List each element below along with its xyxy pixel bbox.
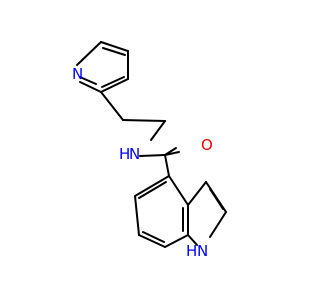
bond	[168, 175, 189, 206]
bond	[100, 91, 124, 121]
bond	[164, 234, 189, 248]
bond	[102, 47, 126, 56]
pyridine-nitrogen-label: N	[72, 65, 83, 83]
amide-hydrogen-label: H	[119, 145, 130, 163]
molecule-canvas: N N H O N H	[72, 41, 227, 260]
bond	[79, 76, 97, 85]
bond	[164, 147, 177, 156]
bond	[139, 154, 166, 157]
indole-hydrogen-label: H	[186, 242, 197, 260]
indole-nitrogen-label: N	[197, 242, 208, 260]
bond	[187, 181, 207, 206]
bond	[209, 188, 224, 210]
bond	[100, 41, 129, 52]
amide-nitrogen-label: N	[129, 145, 140, 163]
bond	[101, 76, 125, 88]
bond	[122, 119, 166, 122]
bond	[76, 41, 102, 66]
bond	[150, 120, 166, 141]
bond	[134, 195, 140, 236]
bond	[142, 231, 165, 243]
bond	[164, 154, 170, 177]
bond	[209, 211, 227, 238]
bond	[138, 234, 166, 248]
bond	[134, 175, 170, 197]
bond	[187, 234, 198, 246]
bond	[79, 81, 102, 93]
bond	[138, 181, 167, 199]
carbonyl-oxygen-label: O	[201, 136, 213, 154]
atom-label-group: N N H O N H	[72, 65, 213, 260]
bond	[100, 78, 129, 93]
bond-group	[76, 41, 227, 248]
molecule-structure: N N H O N H	[72, 41, 227, 260]
